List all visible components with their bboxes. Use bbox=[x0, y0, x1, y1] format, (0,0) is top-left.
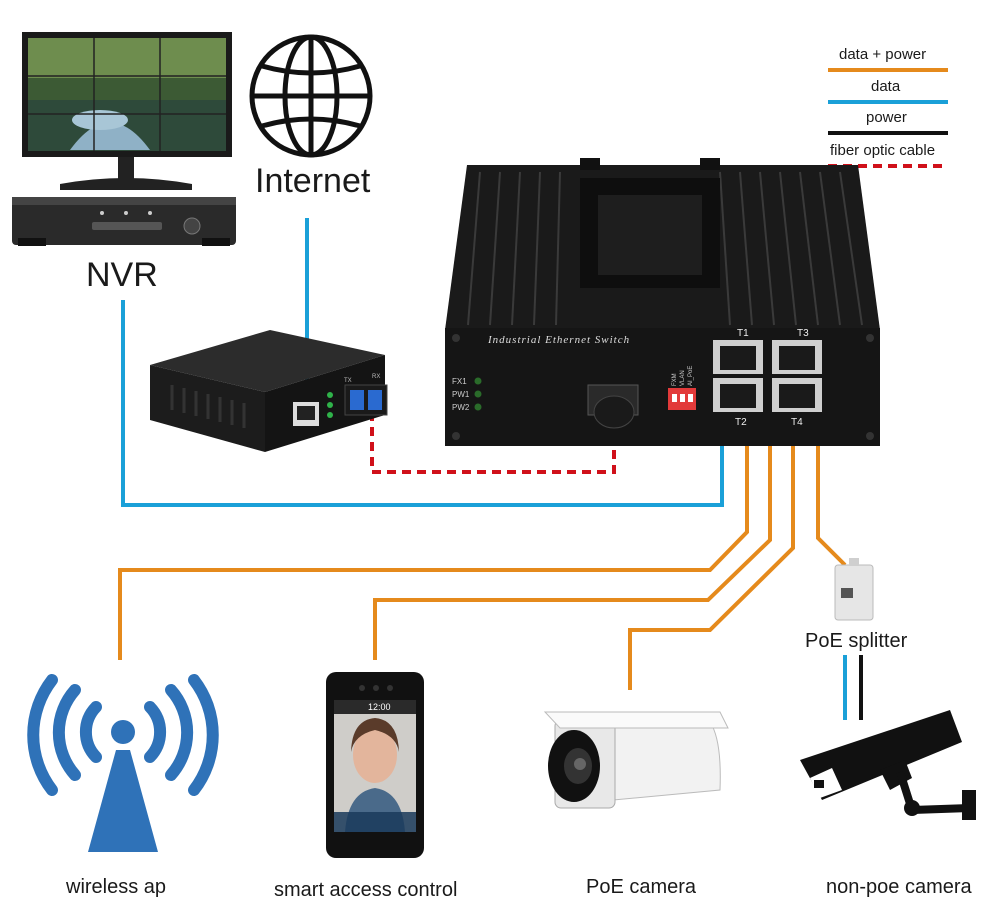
cable-wireless-ap bbox=[118, 428, 749, 660]
port-label-t3: T3 bbox=[797, 328, 809, 339]
dip-label-aipoe: AI_PoE bbox=[688, 366, 694, 386]
label-internet: Internet bbox=[255, 162, 371, 200]
industrial-switch: Industrial Ethernet Switch FX1 PW1 PW2 F… bbox=[445, 158, 880, 446]
led-label-pw2: PW2 bbox=[452, 403, 470, 412]
port-label-t2: T2 bbox=[735, 417, 747, 428]
legend-label-power: power bbox=[866, 109, 907, 126]
label-nvr: NVR bbox=[86, 256, 158, 294]
converter-port-label-tx: TX bbox=[344, 378, 352, 384]
led-label-pw1: PW1 bbox=[452, 390, 470, 399]
cable-poe-splitter bbox=[816, 428, 847, 567]
port-label-t4: T4 bbox=[791, 417, 803, 428]
nvr-device bbox=[12, 197, 236, 246]
access-control-device: 12:00 bbox=[326, 672, 424, 858]
label-poe-camera: PoE camera bbox=[586, 876, 697, 898]
dip-label-vlan: VLAN bbox=[680, 370, 686, 386]
cables bbox=[118, 218, 863, 720]
cable-access-control bbox=[373, 428, 772, 660]
cable-nvr-switch bbox=[121, 300, 724, 507]
label-smart-access-control: smart access control bbox=[274, 879, 458, 901]
dip-label-fxm: FXM bbox=[672, 373, 678, 386]
wireless-ap-icon bbox=[27, 674, 219, 852]
label-wireless-ap: wireless ap bbox=[66, 876, 167, 898]
cable-fiber bbox=[370, 412, 616, 474]
port-label-t1: T1 bbox=[737, 328, 749, 339]
poe-splitter-device bbox=[834, 558, 874, 621]
monitor bbox=[22, 32, 232, 190]
globe-icon bbox=[249, 34, 373, 158]
legend-label-fiber: fiber optic cable bbox=[830, 142, 936, 159]
switch-title: Industrial Ethernet Switch bbox=[487, 334, 630, 346]
media-converter: TX RX bbox=[150, 330, 388, 452]
rj45-ports bbox=[713, 340, 822, 412]
legend-label-data-power: data + power bbox=[839, 46, 927, 63]
led-label-fx1: FX1 bbox=[452, 377, 467, 386]
converter-port-label-rx: RX bbox=[372, 374, 380, 380]
poe-camera-device bbox=[543, 711, 729, 809]
non-poe-camera-icon bbox=[800, 710, 976, 820]
label-non-poe-camera: non-poe camera bbox=[826, 876, 972, 898]
access-control-time: 12:00 bbox=[368, 702, 391, 712]
legend-label-data: data bbox=[871, 78, 901, 95]
label-poe-splitter: PoE splitter bbox=[805, 630, 908, 652]
cable-poe-camera bbox=[628, 428, 795, 690]
